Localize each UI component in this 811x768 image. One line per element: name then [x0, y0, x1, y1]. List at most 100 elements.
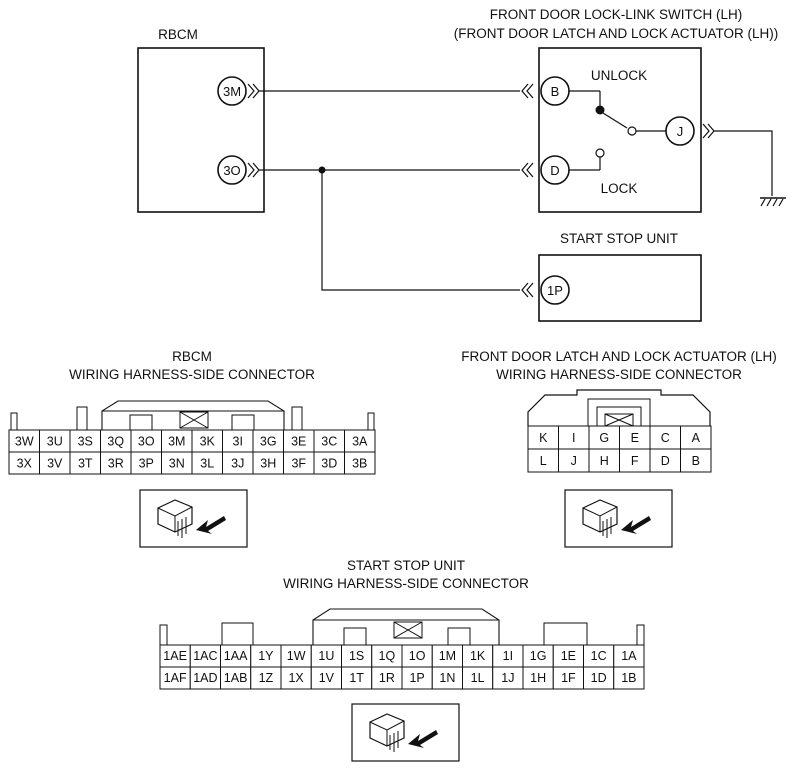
- connector-pin-label: 1J: [501, 671, 514, 685]
- connector-pin-label: A: [692, 431, 701, 445]
- connector-pin-label: 3J: [231, 457, 244, 471]
- connector-pin-label: 3K: [200, 435, 216, 449]
- connector-pin-label: 1T: [349, 671, 364, 685]
- lock-contact: [595, 148, 605, 158]
- connector-pin-label: H: [600, 454, 609, 468]
- actuator-connector-face: [527, 389, 711, 427]
- connector-pin-label: 3S: [78, 435, 93, 449]
- rbcm-pin-3m: [217, 76, 247, 106]
- connector-pin-label: 3U: [47, 435, 63, 449]
- connector-pin-label: K: [539, 431, 548, 445]
- connector-chevron: [521, 162, 534, 178]
- start-stop-pin-1p-label: 1P: [547, 283, 563, 298]
- connector-pin-label: C: [661, 431, 670, 445]
- connector-pin-label: 3B: [352, 457, 367, 471]
- connector-pin-label: 3V: [47, 457, 63, 471]
- connector-pin-label: 1Z: [259, 671, 274, 685]
- connector-pin-label: 1H: [530, 671, 546, 685]
- connector-pin-label: 1AB: [224, 671, 248, 685]
- connector-pin-label: 1O: [409, 649, 426, 663]
- connector-pin-label: 1AD: [193, 671, 217, 685]
- connector-pin-label: 1S: [349, 649, 364, 663]
- rbcm-connector-face: [10, 400, 375, 431]
- connector-pin-label: B: [692, 454, 700, 468]
- connector-pin-label: 3N: [169, 457, 185, 471]
- connector-pin-label: 1AA: [224, 649, 248, 663]
- switch-pin-d-label: D: [550, 163, 559, 178]
- connector-pin-label: 1AC: [193, 649, 217, 663]
- connector-pin-label: 1AE: [163, 649, 187, 663]
- switch-pin-j: [665, 116, 695, 146]
- switch-title-line1: FRONT DOOR LOCK-LINK SWITCH (LH): [490, 7, 743, 22]
- actuator-connector-view-icon: [564, 489, 673, 548]
- connector-pin-label: 3X: [17, 457, 33, 471]
- connector-pin-label: 3R: [108, 457, 124, 471]
- connector-chevron: [702, 123, 715, 139]
- connector-chevron: [521, 282, 534, 298]
- rbcm-pin-3m-label: 3M: [223, 84, 241, 99]
- switch-pin-j-label: J: [677, 124, 684, 139]
- connector-pin-label: 1N: [439, 671, 455, 685]
- connector-pin-label: 3E: [291, 435, 306, 449]
- ssu-connector-face: [159, 608, 645, 646]
- rbcm-pin-3o: [217, 155, 247, 185]
- connector-pin-label: 3M: [168, 435, 185, 449]
- lock-label: LOCK: [601, 181, 638, 196]
- ssu-connector-title-line1: START STOP UNIT: [347, 558, 465, 573]
- rbcm-connector-title-line1: RBCM: [172, 349, 212, 364]
- connector-pin-label: 3L: [200, 457, 214, 471]
- wire-to-ground: [714, 130, 773, 196]
- connector-pin-label: 3Q: [107, 435, 124, 449]
- connector-pin-label: 1Y: [258, 649, 274, 663]
- rbcm-pin-3o-label: 3O: [223, 163, 240, 178]
- connector-pin-label: 3H: [260, 457, 276, 471]
- connector-pin-label: D: [661, 454, 670, 468]
- connector-chevron: [521, 83, 534, 99]
- wire-to-start-stop: [321, 170, 520, 291]
- connector-pin-label: 1E: [561, 649, 576, 663]
- start-stop-pin-1p: [540, 275, 570, 305]
- connector-pin-label: 3C: [321, 435, 337, 449]
- connector-pin-label: J: [571, 454, 577, 468]
- connector-pin-label: E: [631, 431, 639, 445]
- connector-pin-label: 3I: [233, 435, 243, 449]
- connector-pin-label: 3D: [321, 457, 337, 471]
- unlock-label: UNLOCK: [591, 68, 647, 83]
- rbcm-connector-view-icon: [139, 489, 248, 548]
- ssu-connector-title-line2: WIRING HARNESS-SIDE CONNECTOR: [283, 576, 529, 591]
- connector-pin-label: 1B: [621, 671, 636, 685]
- connector-pin-cell: [680, 448, 712, 473]
- connector-pin-label: 3A: [352, 435, 368, 449]
- connector-pin-label: 1P: [409, 671, 424, 685]
- connector-pin-label: 1G: [530, 649, 547, 663]
- start-stop-label: START STOP UNIT: [560, 231, 678, 246]
- connector-pin-label: 1D: [591, 671, 607, 685]
- connector-pin-label: 1A: [621, 649, 637, 663]
- connector-pin-label: 1V: [319, 671, 335, 685]
- connector-pin-label: 1C: [591, 649, 607, 663]
- connector-pin-label: 1L: [471, 671, 485, 685]
- switch-pin-b-label: B: [551, 84, 560, 99]
- connector-pin-label: I: [572, 431, 575, 445]
- unlock-contact: [595, 105, 605, 115]
- rbcm-label: RBCM: [158, 27, 198, 42]
- connector-pin-cell: [613, 666, 645, 690]
- connector-pin-label: 3O: [138, 435, 155, 449]
- rbcm-box: [137, 47, 265, 213]
- switch-title-line2: (FRONT DOOR LATCH AND LOCK ACTUATOR (LH)…: [454, 26, 779, 41]
- connector-pin-label: 1X: [288, 671, 304, 685]
- actuator-connector-title-line1: FRONT DOOR LATCH AND LOCK ACTUATOR (LH): [461, 349, 777, 364]
- connector-pin-label: F: [631, 454, 639, 468]
- connector-pin-label: 3F: [291, 457, 306, 471]
- connector-pin-label: 1Q: [379, 649, 396, 663]
- connector-pin-label: G: [599, 431, 609, 445]
- ground-icon: [760, 197, 786, 207]
- connector-pin-label: 1W: [287, 649, 306, 663]
- connector-pin-label: 1I: [503, 649, 513, 663]
- connector-pin-cell: [344, 451, 376, 475]
- connector-pin-label: 1F: [561, 671, 576, 685]
- switch-pivot: [627, 126, 637, 136]
